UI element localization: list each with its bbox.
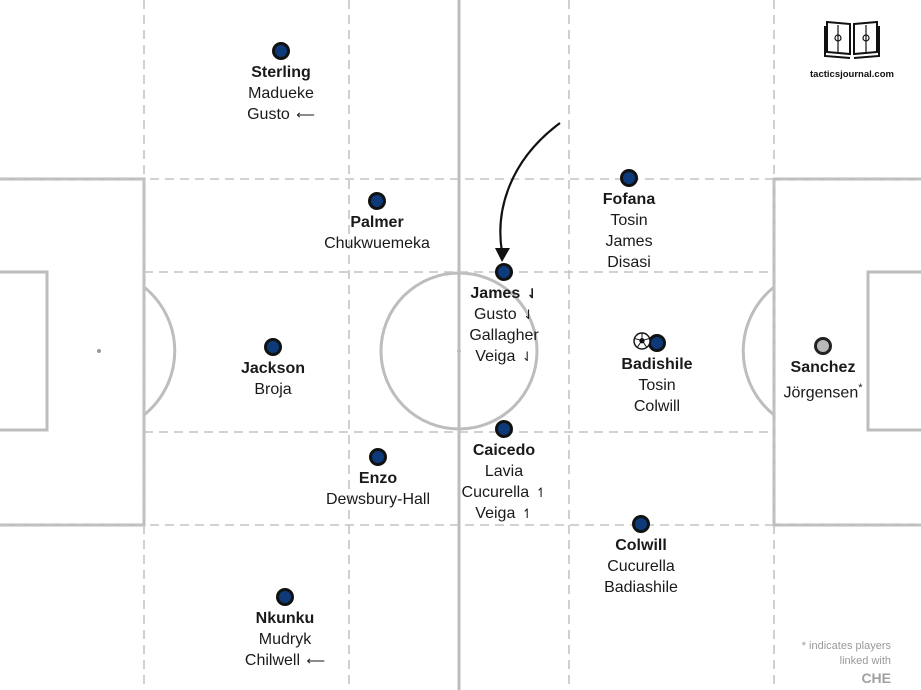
player-alternative: Gusto ⟵ [247, 106, 315, 123]
centre-circle [379, 271, 539, 431]
player-marker [276, 588, 294, 606]
player-alternative: Veiga ↿ [475, 505, 533, 522]
up-arrow-icon: ↿ [521, 506, 533, 521]
player-name: Sanchez [790, 359, 856, 376]
player-alternative: Broja [254, 381, 292, 398]
player-name: Jackson [240, 360, 306, 377]
player-alternative: Tosin [638, 377, 676, 394]
player-marker [632, 515, 650, 533]
player-name: Colwill [615, 537, 667, 554]
left-goal-area [0, 270, 49, 432]
player-name: Palmer [350, 214, 404, 231]
player-alternative: Gallagher [469, 327, 539, 344]
left-arrow-icon: ⟵ [296, 107, 315, 122]
player-name: Sterling [251, 64, 311, 81]
player-alternative: James [605, 233, 653, 250]
player-name: Nkunku [255, 610, 315, 627]
left-arrow-icon: ⟵ [306, 653, 326, 668]
player-sanchez: Sanchez Jörgensen* [733, 337, 913, 403]
centre-spot [457, 349, 461, 353]
player-marker [264, 338, 282, 356]
right-penalty-arc [741, 285, 775, 417]
linked-players-note: * indicates players linked with CHE [731, 639, 891, 686]
player-badishile: Badishile Tosin Colwill [567, 334, 747, 417]
player-alternative: Disasi [607, 254, 651, 271]
linked-marker: * [858, 382, 863, 394]
player-nkunku: Nkunku Mudryk Chilwell ⟵ [195, 588, 375, 671]
note-line: * indicates players [801, 640, 891, 652]
player-alternative: Colwill [633, 398, 681, 415]
player-enzo: Enzo Dewsbury-Hall [288, 448, 468, 510]
player-alternative: Badiashile [604, 579, 678, 596]
player-colwill: Colwill Cucurella Badiashile [551, 515, 731, 598]
player-name: Caicedo [472, 442, 536, 459]
player-name: Badishile [621, 356, 693, 373]
player-alternative: Gusto ⇃ [473, 306, 535, 323]
player-alternative: Chukwuemeka [324, 235, 430, 252]
note-line: linked with [839, 655, 891, 667]
left-penalty-area [0, 177, 146, 527]
down-arrow-icon: ⇃ [526, 286, 538, 301]
player-caicedo: Caicedo Lavia Cucurella ↿ Veiga ↿ [414, 420, 594, 524]
player-alternative: Lavia [484, 463, 524, 480]
player-alternative: Cucurella ↿ [461, 484, 547, 501]
player-marker [368, 192, 386, 210]
brand-name: tacticsjournal.com [810, 69, 894, 80]
player-james: James ⇃ Gusto ⇃ Gallagher Veiga ⇃ [414, 263, 594, 367]
player-name: Fofana [602, 191, 656, 208]
player-alternative: Dewsbury-Hall [325, 491, 431, 508]
player-marker [369, 448, 387, 466]
player-alternative: Mudryk [258, 631, 312, 648]
up-arrow-icon: ↿ [535, 485, 547, 500]
player-alternative: Veiga ⇃ [475, 348, 533, 365]
player-marker [495, 263, 513, 281]
club-code: CHE [861, 670, 891, 686]
player-jackson: Jackson Broja [183, 338, 363, 400]
player-alternative: Tosin [610, 212, 648, 229]
down-arrow-icon: ⇃ [521, 349, 533, 364]
player-fofana: Fofana Tosin James Disasi [539, 169, 719, 273]
player-alternative: Jörgensen* [783, 382, 863, 402]
left-penalty-spot [97, 349, 101, 353]
player-marker [495, 420, 513, 438]
player-alternative: Madueke [248, 85, 314, 102]
open-book-pitch-icon [824, 20, 880, 59]
down-arrow-icon: ⇃ [523, 307, 535, 322]
brand-logo: tacticsjournal.com [797, 14, 907, 80]
player-name: Enzo [358, 470, 398, 487]
player-alternative: Cucurella [607, 558, 675, 575]
football-icon [633, 332, 651, 350]
player-marker [272, 42, 290, 60]
right-goal-area [866, 270, 921, 432]
movement-arrow [495, 122, 561, 262]
player-palmer: Palmer Chukwuemeka [287, 192, 467, 254]
player-alternative: Chilwell ⟵ [244, 652, 326, 669]
player-sterling: Sterling Madueke Gusto ⟵ [191, 42, 371, 125]
left-penalty-arc [143, 285, 177, 417]
goalkeeper-marker [814, 337, 832, 355]
player-name: James ⇃ [470, 285, 538, 302]
player-marker [620, 169, 638, 187]
